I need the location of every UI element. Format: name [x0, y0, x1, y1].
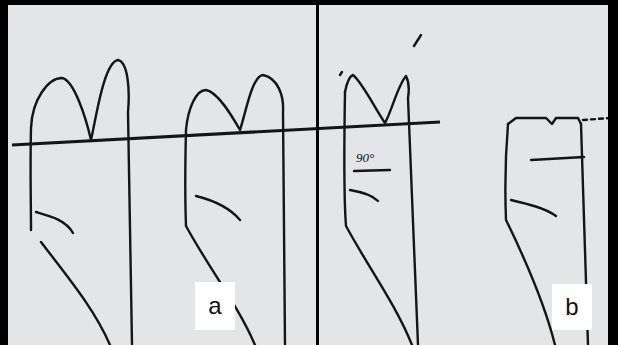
tooth-root: [505, 124, 555, 345]
tooth-outline: [186, 75, 285, 345]
tooth-root: [344, 92, 412, 345]
sketch-stroke: [340, 72, 342, 75]
cervical-line: [196, 196, 240, 220]
panel-letter: a: [208, 294, 221, 318]
flattened-crown: [508, 118, 581, 124]
underline: [354, 170, 390, 171]
cervical-line: [350, 190, 378, 201]
panel-letter: b: [565, 295, 578, 319]
tooth-root: [41, 242, 110, 345]
dashed-line: [583, 118, 610, 120]
frame: [0, 0, 8, 345]
sketch-stroke: [414, 35, 421, 46]
tooth-outline: [345, 75, 418, 345]
angle-annotation: 90°: [356, 150, 374, 166]
tooth-root: [185, 130, 255, 345]
panel-label-box: b: [552, 284, 592, 330]
panel-divider: [316, 0, 319, 345]
frame: [608, 0, 618, 345]
tooth-outline: [31, 60, 132, 345]
reference-line: [531, 157, 584, 160]
occlusal-plane-line: [12, 122, 440, 145]
panel-label-box: a: [195, 282, 235, 330]
frame: [0, 0, 618, 5]
cervical-line: [511, 200, 556, 216]
cervical-line: [36, 212, 73, 233]
